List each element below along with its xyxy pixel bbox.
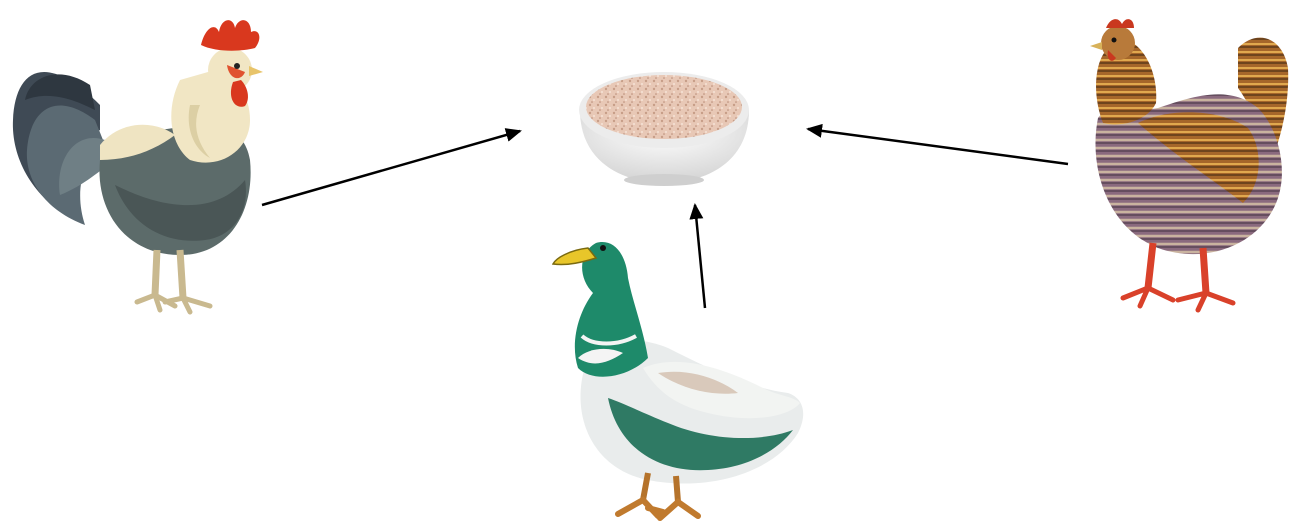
duck-figure <box>548 218 818 524</box>
hen-figure <box>1078 8 1293 313</box>
arrow-hen-to-feed <box>808 129 1068 164</box>
rooster-icon <box>5 10 265 315</box>
duck-icon <box>548 218 818 524</box>
feed-bowl-icon <box>572 55 757 190</box>
feed-bowl-figure <box>572 55 757 190</box>
hen-icon <box>1078 8 1293 313</box>
arrow-rooster-to-feed <box>262 131 520 205</box>
rooster-figure <box>5 10 265 315</box>
